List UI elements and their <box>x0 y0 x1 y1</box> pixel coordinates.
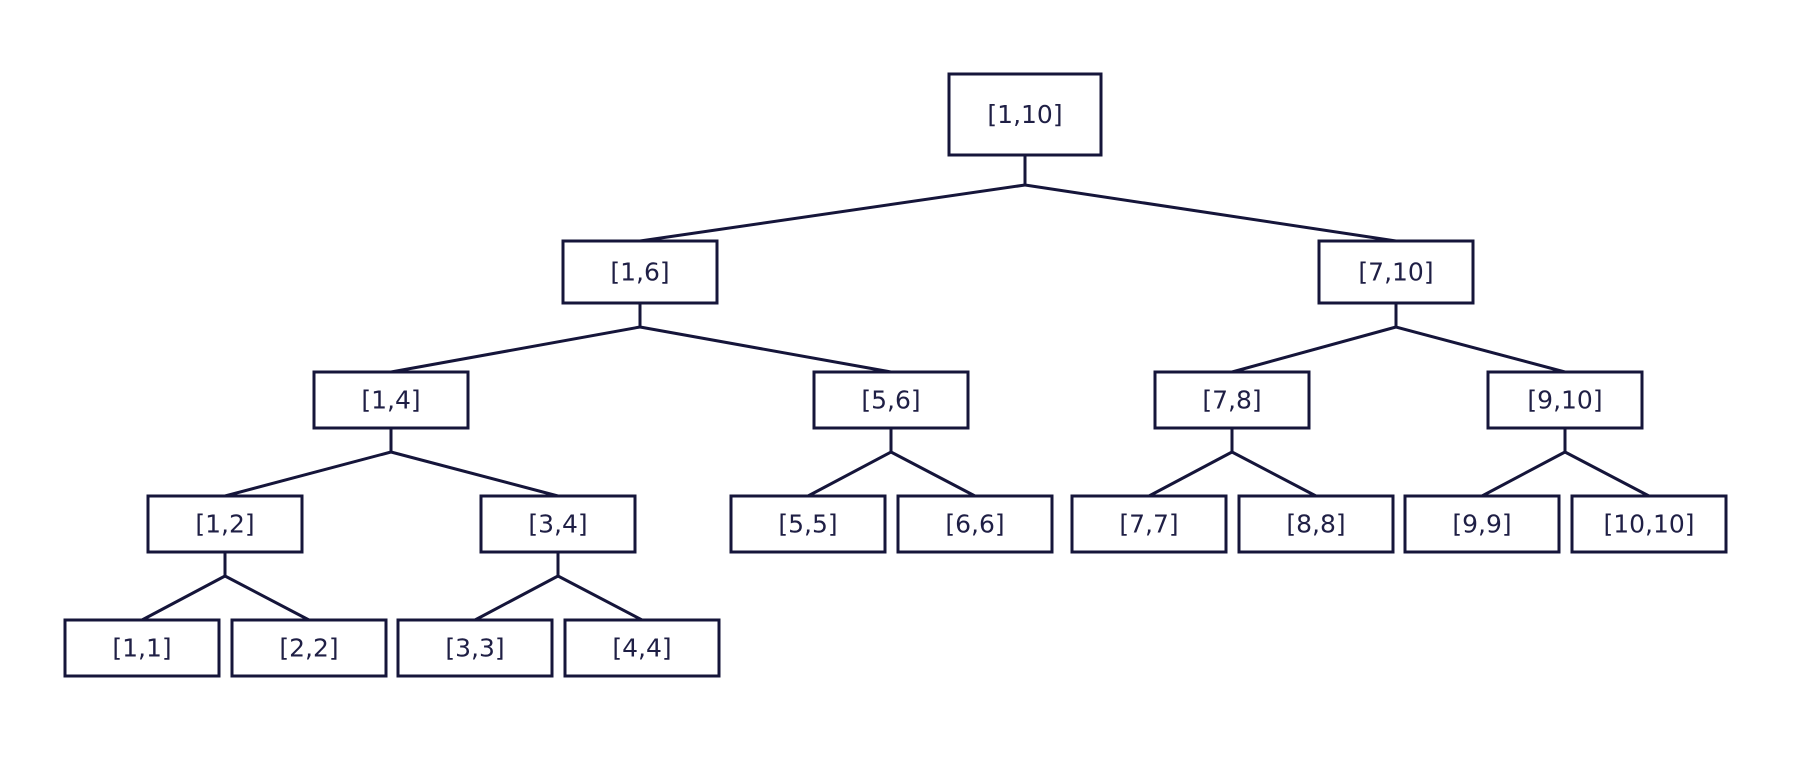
tree-node-n1_1: [1,1] <box>63 618 221 678</box>
edge-n1_2-n1_1 <box>141 574 226 622</box>
node-box <box>1070 494 1228 554</box>
node-label: [4,4] <box>612 634 671 663</box>
tree-node-n3_4: [3,4] <box>479 494 637 554</box>
node-label: [3,4] <box>528 510 587 539</box>
node-box <box>146 494 304 554</box>
tree-edges <box>141 155 1650 622</box>
edge-n7_8-n7_7 <box>1148 450 1233 498</box>
tree-node-n1_2: [1,2] <box>146 494 304 554</box>
node-box <box>896 494 1054 554</box>
node-label: [1,10] <box>987 100 1062 129</box>
tree-node-n4_4: [4,4] <box>563 618 721 678</box>
node-label: [8,8] <box>1286 510 1345 539</box>
edge-n5_6-n6_6 <box>890 450 976 498</box>
node-box <box>230 618 388 678</box>
node-box <box>312 370 470 430</box>
node-box <box>1237 494 1395 554</box>
tree-node-n7_10: [7,10] <box>1317 239 1475 305</box>
tree-node-n9_10: [9,10] <box>1486 370 1644 430</box>
node-label: [5,5] <box>778 510 837 539</box>
node-box <box>561 239 719 305</box>
tree-nodes: [1,10] [1,6] [7,10] [1,4] [5,6] [7,8] [9,10] [1… <box>63 72 1728 678</box>
node-label: [7,7] <box>1119 510 1178 539</box>
tree-node-n1_6: [1,6] <box>561 239 719 305</box>
node-box <box>396 618 554 678</box>
tree-node-n3_3: [3,3] <box>396 618 554 678</box>
node-label: [5,6] <box>861 386 920 415</box>
node-label: [7,8] <box>1202 386 1261 415</box>
node-label: [1,1] <box>112 634 171 663</box>
node-box <box>563 618 721 678</box>
tree-node-n5_6: [5,6] <box>812 370 970 430</box>
node-box <box>812 370 970 430</box>
tree-node-n7_7: [7,7] <box>1070 494 1228 554</box>
edge-n5_6-n5_5 <box>807 450 892 498</box>
edge-n1_6-n5_6 <box>639 325 892 374</box>
edge-n1_4-n3_4 <box>390 450 559 498</box>
node-label: [6,6] <box>945 510 1004 539</box>
edge-n9_10-n10_10 <box>1564 450 1650 498</box>
node-label: [1,4] <box>361 386 420 415</box>
edge-n7_10-n7_8 <box>1231 325 1397 374</box>
node-box <box>1486 370 1644 430</box>
node-label: [7,10] <box>1358 258 1433 287</box>
node-box <box>1317 239 1475 305</box>
edge-n3_4-n4_4 <box>557 574 643 622</box>
tree-node-n5_5: [5,5] <box>729 494 887 554</box>
node-label: [9,9] <box>1452 510 1511 539</box>
node-box <box>1153 370 1311 430</box>
edge-n3_4-n3_3 <box>474 574 559 622</box>
tree-node-n6_6: [6,6] <box>896 494 1054 554</box>
edge-n7_8-n8_8 <box>1231 450 1317 498</box>
node-box <box>479 494 637 554</box>
tree-node-n10_10: [10,10] <box>1570 494 1728 554</box>
node-label: [9,10] <box>1527 386 1602 415</box>
tree-node-n7_8: [7,8] <box>1153 370 1311 430</box>
node-label: [2,2] <box>279 634 338 663</box>
tree-node-n1_10: [1,10] <box>947 72 1103 157</box>
edge-n1_6-n1_4 <box>390 325 641 374</box>
edge-n7_10-n9_10 <box>1395 325 1566 374</box>
node-box <box>729 494 887 554</box>
tree-node-n8_8: [8,8] <box>1237 494 1395 554</box>
node-label: [1,2] <box>195 510 254 539</box>
edge-n1_4-n1_2 <box>224 450 392 498</box>
node-label: [1,6] <box>610 258 669 287</box>
edge-n1_10-n1_6 <box>639 183 1026 243</box>
tree-node-n9_9: [9,9] <box>1403 494 1561 554</box>
tree-node-n2_2: [2,2] <box>230 618 388 678</box>
node-box <box>1570 494 1728 554</box>
node-box <box>63 618 221 678</box>
edge-n1_2-n2_2 <box>224 574 310 622</box>
tree-node-n1_4: [1,4] <box>312 370 470 430</box>
node-box <box>1403 494 1561 554</box>
node-box <box>947 72 1103 157</box>
edge-n9_10-n9_9 <box>1481 450 1566 498</box>
node-label: [3,3] <box>445 634 504 663</box>
node-label: [10,10] <box>1603 510 1694 539</box>
edge-n1_10-n7_10 <box>1024 183 1397 243</box>
